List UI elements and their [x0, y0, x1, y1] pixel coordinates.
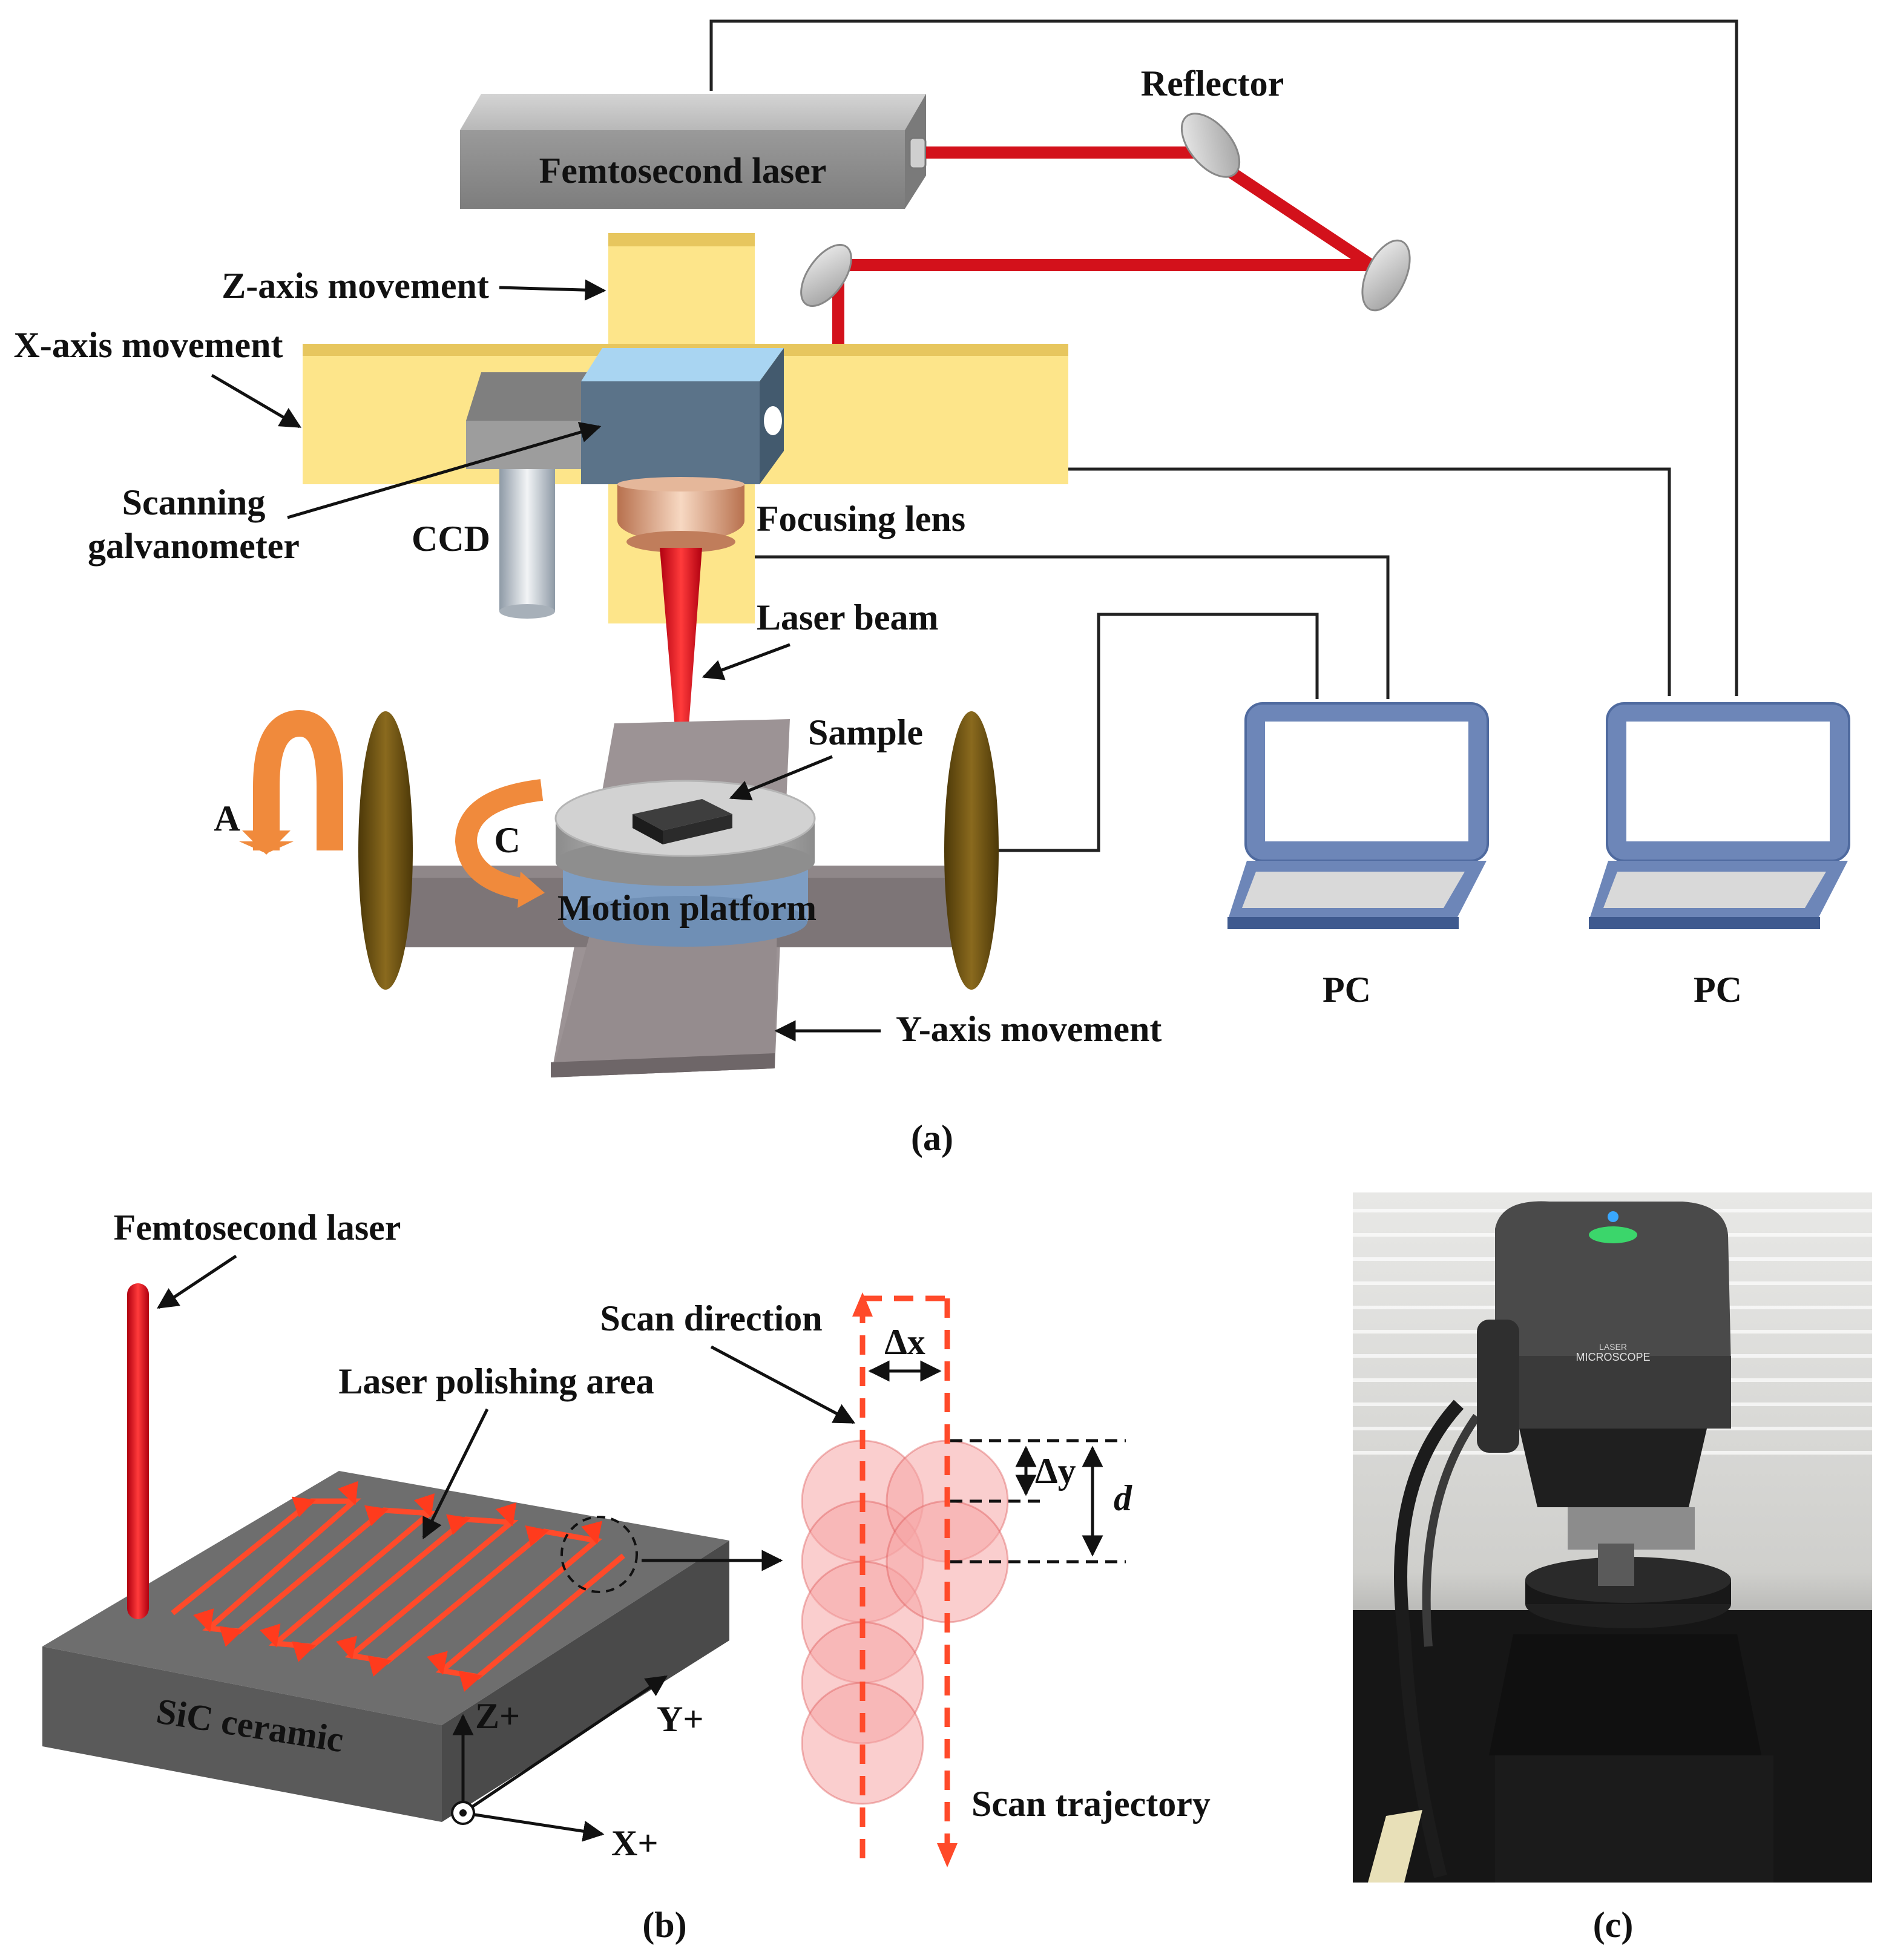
scan-direction-label: Scan direction [600, 1298, 822, 1338]
panel-b: SiC ceramic Femtosecond laser Laser poli… [42, 1208, 1211, 1945]
polishing-area-pointer [422, 1408, 489, 1540]
femtosecond-laser-label: Femtosecond laser [539, 151, 827, 191]
pc-laptop-1 [1227, 702, 1489, 929]
pc-1-label: PC [1323, 970, 1371, 1010]
laser-beam-pointer [702, 643, 790, 680]
panel-b-caption: (b) [642, 1905, 686, 1945]
microscope-photo: LASER MICROSCOPE [1353, 1192, 1872, 1883]
rotation-a-arrow [239, 709, 343, 855]
dimension-guides [950, 1439, 1126, 1564]
reflector-mirror-3 [800, 243, 852, 307]
b-femtosecond-pointer [157, 1254, 237, 1309]
scanning-pointer [287, 422, 602, 519]
x-plus-label: X+ [611, 1823, 659, 1863]
laser-beam-label: Laser beam [757, 597, 939, 637]
sample-pointer [729, 755, 833, 801]
focusing-lens [617, 477, 744, 553]
d-label: d [1114, 1478, 1132, 1518]
ccd-label: CCD [412, 519, 490, 559]
scan-trajectory-label: Scan trajectory [971, 1784, 1211, 1824]
pc-2-label: PC [1694, 970, 1742, 1010]
panel-c: LASER MICROSCOPE (c) [1353, 1192, 1872, 1945]
scanning-galvanometer [581, 348, 784, 484]
reflector-label: Reflector [1141, 64, 1284, 104]
rotation-c-arrow [455, 779, 545, 908]
spot-overlap-circles [801, 1439, 1009, 1805]
panel-a: Femtosecond laser Reflector [14, 19, 1850, 1158]
panel-a-caption: (a) [911, 1118, 953, 1158]
pc-laptop-2 [1589, 702, 1850, 929]
z-axis-label: Z-axis movement [222, 266, 489, 306]
microscope-brand-1: LASER [1599, 1342, 1627, 1352]
x-axis-pointer [211, 373, 302, 429]
laser-beam-cone [660, 548, 702, 814]
reflector-mirror-1 [1180, 113, 1241, 178]
scan-direction-pointer [710, 1345, 856, 1424]
control-wires [709, 19, 1738, 852]
scanning-label-line2: galvanometer [88, 526, 300, 566]
y-axis-label: Y-axis movement [896, 1009, 1162, 1049]
ccd-camera [466, 372, 599, 619]
motion-platform-label: Motion platform [557, 888, 817, 928]
sample-block [633, 799, 732, 844]
y-axis-slide-edge [551, 1053, 775, 1077]
y-plus-label: Y+ [657, 1699, 704, 1739]
polishing-raster-path [171, 1481, 625, 1692]
scan-trajectory [859, 1295, 950, 1858]
rotation-c-label: C [494, 820, 520, 860]
z-axis-stage-top [608, 233, 755, 246]
x-axis-label: X-axis movement [14, 325, 283, 365]
z-axis-pointer [499, 279, 606, 301]
scanning-label-line1: Scanning [122, 482, 266, 522]
microscope-brand-2: MICROSCOPE [1576, 1351, 1650, 1363]
scan-down-arrowhead [937, 1843, 958, 1867]
polishing-area-label: Laser polishing area [338, 1361, 654, 1401]
femtosecond-laser-rod [127, 1283, 149, 1619]
b-femtosecond-laser-label: Femtosecond laser [114, 1208, 401, 1248]
magnify-circle [560, 1516, 638, 1593]
panel-c-caption: (c) [1593, 1905, 1634, 1945]
delta-x-label: Δx [884, 1322, 925, 1362]
delta-y-label: Δy [1035, 1451, 1076, 1491]
sample-label: Sample [808, 712, 923, 752]
focusing-lens-label: Focusing lens [757, 499, 965, 539]
femtosecond-laser-box [460, 94, 927, 209]
reflector-mirror-2 [1361, 239, 1411, 312]
scan-up-arrowhead [852, 1292, 873, 1317]
rotation-a-label: A [214, 798, 240, 838]
coordinate-axes [451, 1675, 668, 1842]
z-plus-label: Z+ [475, 1696, 520, 1736]
